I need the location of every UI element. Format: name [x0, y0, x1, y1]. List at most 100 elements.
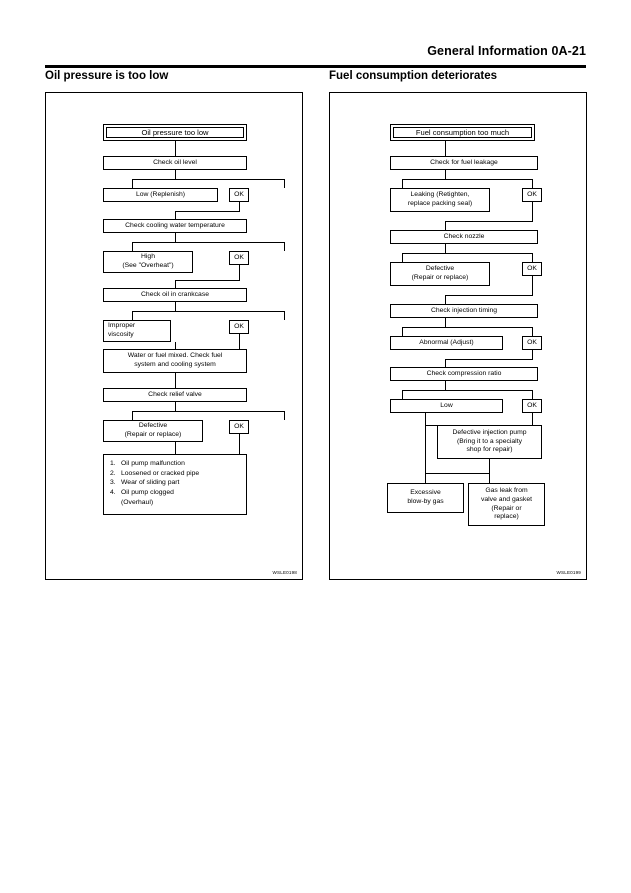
- connector: [239, 265, 240, 280]
- connector: [402, 390, 532, 391]
- node-terminal-oil-pressure-too-low-label: Oil pressure too low: [106, 127, 244, 138]
- connector: [532, 413, 533, 425]
- connector: [284, 242, 285, 251]
- connector: [402, 253, 532, 254]
- panel-fuel-consumption: Fuel consumption too much Check for fuel…: [329, 92, 587, 580]
- connector: [532, 327, 533, 336]
- connector: [284, 179, 285, 188]
- connector: [132, 411, 133, 420]
- section-heading-oil-pressure: Oil pressure is too low: [45, 70, 169, 82]
- connector: [132, 242, 284, 243]
- node-improper-viscosity: Improper viscosity: [103, 320, 171, 342]
- connector: [402, 390, 403, 399]
- connector: [532, 253, 533, 262]
- node-check-for-fuel-leakage: Check for fuel leakage: [390, 156, 538, 170]
- connector: [175, 280, 240, 281]
- node-check-oil-level: Check oil level: [103, 156, 247, 170]
- node-low-replenish: Low (Replenish): [103, 188, 218, 202]
- node-ok-2: OK: [229, 251, 249, 265]
- connector: [425, 425, 426, 473]
- node-abnormal-adjust: Abnormal (Adjust): [390, 336, 503, 350]
- node-defective-injection-pump: Defective injection pump (Bring it to a …: [437, 425, 542, 459]
- node-check-injection-timing: Check injection timing: [390, 304, 538, 318]
- list-item: (Overhaul): [121, 498, 154, 506]
- connector: [532, 276, 533, 295]
- header-rule: [45, 65, 586, 68]
- connector: [445, 381, 446, 390]
- figure-code-right: WSLE0199: [556, 570, 581, 575]
- node-check-relief-valve: Check relief valve: [103, 388, 247, 402]
- flowchart-oil-pressure: Oil pressure too low Check oil level Low…: [46, 93, 302, 579]
- connector: [175, 233, 176, 242]
- section-heading-fuel-consumption: Fuel consumption deteriorates: [329, 70, 498, 82]
- node-ok-1: OK: [522, 188, 542, 202]
- list-item: 2.Loosened or cracked pipe: [110, 469, 200, 477]
- node-gas-leak-valve-gasket: Gas leak from valve and gasket (Repair o…: [468, 483, 545, 526]
- node-terminal-oil-pressure-too-low: Oil pressure too low: [103, 124, 247, 141]
- connector: [132, 311, 284, 312]
- node-check-compression-ratio: Check compression ratio: [390, 367, 538, 381]
- connector: [489, 459, 490, 473]
- connector: [425, 473, 426, 483]
- node-oil-pressure-causes: 1.Oil pump malfunction 2.Loosened or cra…: [103, 454, 247, 515]
- node-check-nozzle: Check nozzle: [390, 230, 538, 244]
- connector: [175, 402, 176, 411]
- connector: [175, 442, 176, 454]
- connector: [402, 327, 532, 328]
- connector: [175, 170, 176, 179]
- connector: [175, 373, 176, 388]
- connector: [132, 179, 133, 188]
- node-excessive-blow-by-gas: Excessive blow-by gas: [387, 483, 464, 513]
- connector: [489, 473, 490, 483]
- connector: [284, 411, 285, 420]
- connector: [132, 179, 284, 180]
- connector: [239, 202, 240, 211]
- node-water-or-fuel-mixed: Water or fuel mixed. Check fuel system a…: [103, 349, 247, 373]
- connector: [445, 141, 446, 156]
- connector: [425, 473, 489, 474]
- connector: [402, 253, 403, 262]
- flowchart-fuel-consumption: Fuel consumption too much Check for fuel…: [330, 93, 586, 579]
- connector: [425, 425, 437, 426]
- connector: [445, 170, 446, 179]
- list-item: 1.Oil pump malfunction: [110, 460, 185, 467]
- node-terminal-fuel-consumption-too-much-label: Fuel consumption too much: [393, 127, 532, 138]
- node-leaking-retighten: Leaking (Retighten, replace packing seal…: [390, 188, 490, 212]
- node-check-oil-in-crankcase: Check oil in crankcase: [103, 288, 247, 302]
- connector: [402, 179, 403, 188]
- connector: [532, 202, 533, 221]
- node-defective-repair-or-replace: Defective (Repair or replace): [103, 420, 203, 442]
- node-terminal-fuel-consumption-too-much: Fuel consumption too much: [390, 124, 535, 141]
- connector: [175, 211, 176, 219]
- node-ok-4: OK: [229, 420, 249, 434]
- connector: [239, 334, 240, 349]
- connector: [532, 179, 533, 188]
- connector: [402, 179, 532, 180]
- causes-list: 1.Oil pump malfunction 2.Loosened or cra…: [110, 459, 199, 507]
- connector: [175, 280, 176, 288]
- connector: [445, 359, 446, 367]
- connector: [132, 411, 284, 412]
- connector: [445, 295, 446, 304]
- node-high-overheat: High (See "Overheat"): [103, 251, 193, 273]
- connector: [132, 242, 133, 251]
- node-ok-1: OK: [229, 188, 249, 202]
- list-item: 3.Wear of sliding part: [110, 479, 180, 487]
- node-check-cooling-water-temperature: Check cooling water temperature: [103, 219, 247, 233]
- node-ok-3: OK: [229, 320, 249, 334]
- connector: [239, 434, 240, 454]
- connector: [445, 359, 533, 360]
- connector: [402, 327, 403, 336]
- connector: [175, 302, 176, 311]
- connector: [425, 413, 426, 425]
- connector: [445, 318, 446, 327]
- connector: [532, 350, 533, 359]
- node-ok-4: OK: [522, 399, 542, 413]
- connector: [175, 211, 240, 212]
- node-ok-3: OK: [522, 336, 542, 350]
- node-defective-nozzle: Defective (Repair or replace): [390, 262, 490, 286]
- page-title: General Information 0A-21: [427, 44, 586, 58]
- connector: [445, 244, 446, 253]
- node-ok-2: OK: [522, 262, 542, 276]
- page-header: General Information 0A-21: [45, 44, 586, 66]
